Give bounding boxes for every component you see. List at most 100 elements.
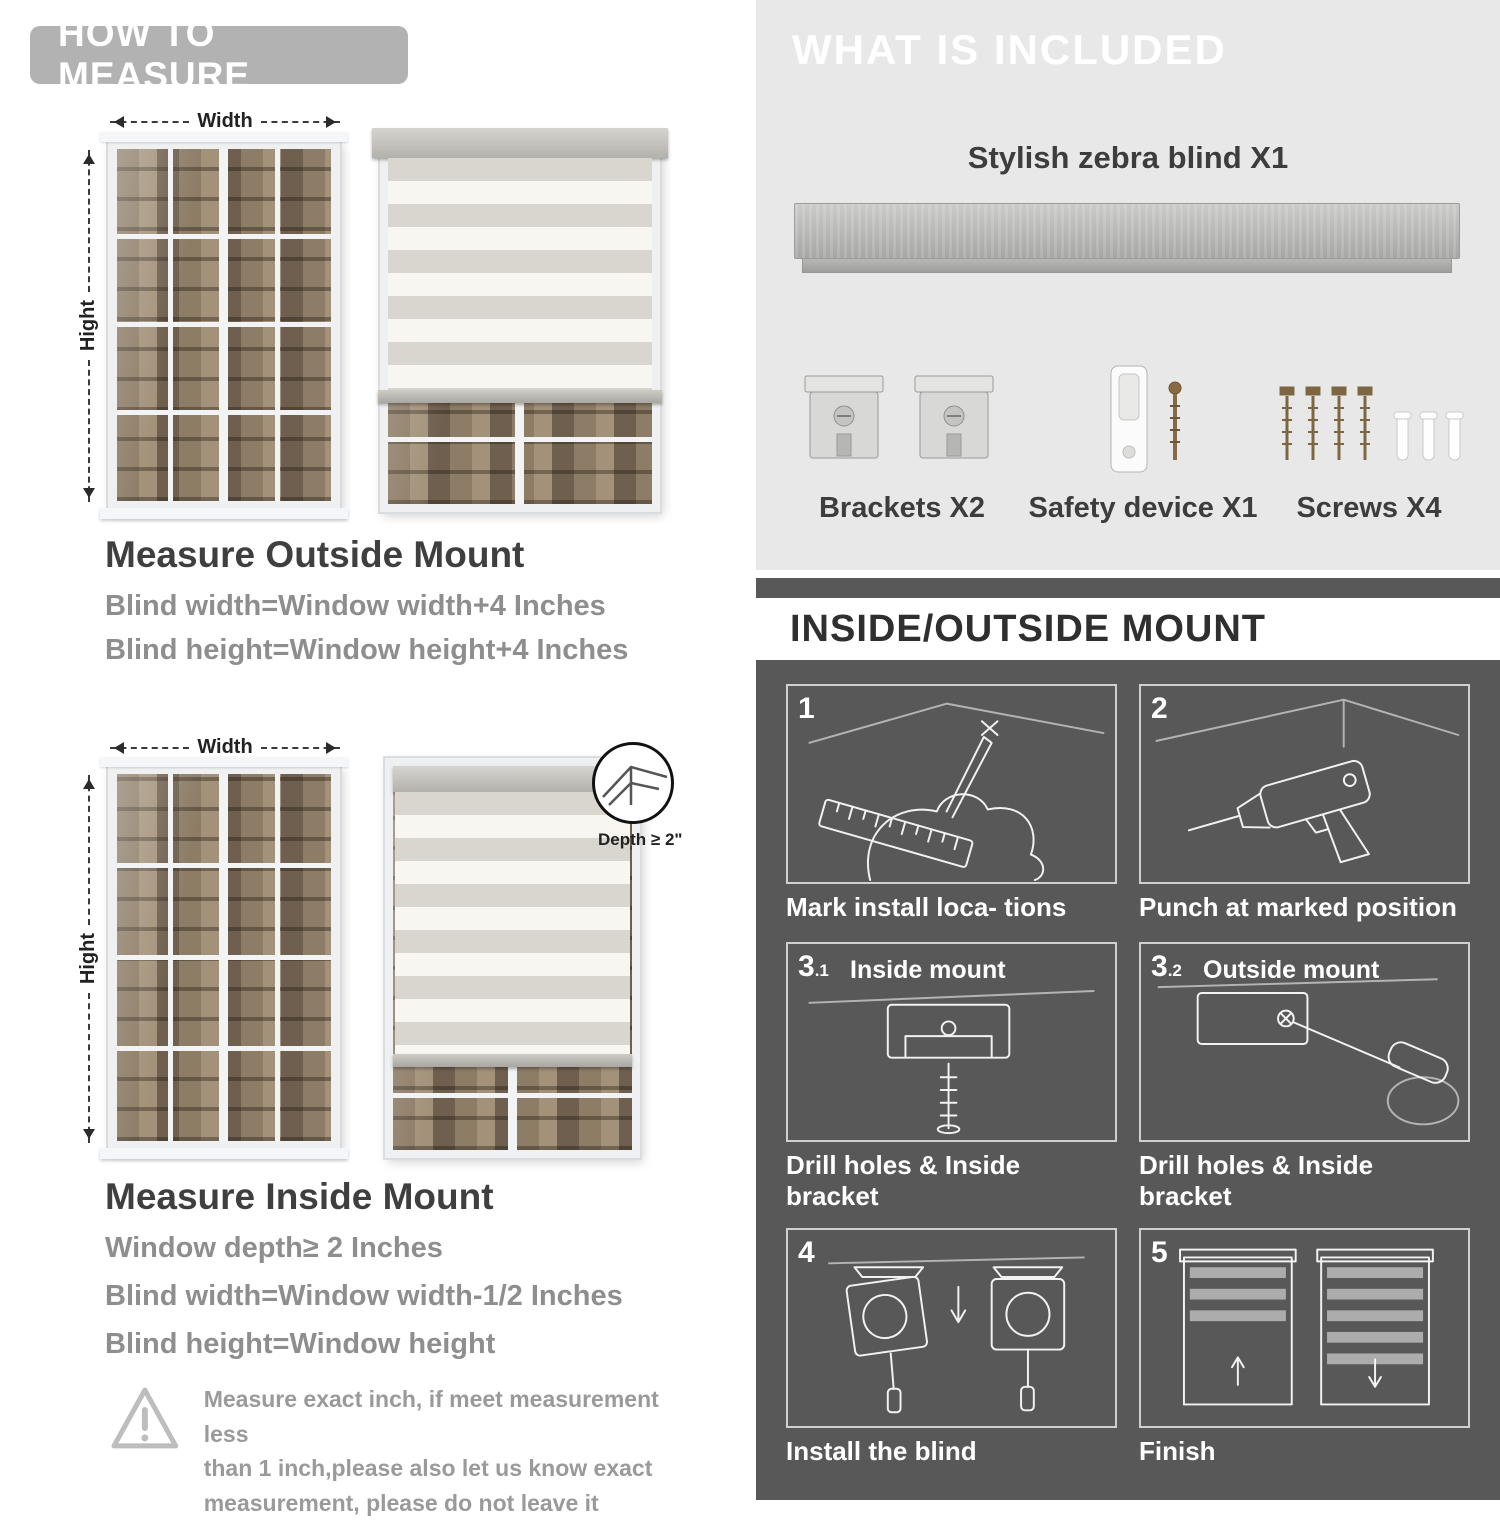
- outside-mount-title: Measure Outside Mount: [105, 534, 524, 576]
- blind-stripes: [388, 158, 652, 390]
- included-items: Brackets X2 Safety device X1: [782, 338, 1474, 525]
- window-muntin: [388, 437, 652, 442]
- depth-circle-icon: [592, 742, 674, 824]
- width-arrow-line: [110, 121, 189, 123]
- step-2-caption: Punch at marked position: [1139, 892, 1470, 926]
- zebra-blind-illustration-outside: [372, 128, 668, 512]
- install-blind-illustration: [788, 1230, 1115, 1426]
- included-item-screws: Screws X4: [1264, 338, 1474, 525]
- screws-icon: [1264, 338, 1474, 478]
- warning-icon: [108, 1382, 182, 1456]
- window-muntin: [117, 863, 331, 868]
- step-3-1: 3.1 Inside mount Drill holes & Inside br…: [786, 942, 1117, 1212]
- inside-rule-width: Blind width=Window width-1/2 Inches: [105, 1280, 623, 1313]
- depth-label: Depth ≥ 2": [598, 830, 682, 850]
- outside-rule-height: Blind height=Window height+4 Inches: [105, 634, 628, 667]
- step-4-box: 4: [786, 1228, 1117, 1428]
- height-arrow-line: [88, 150, 90, 292]
- note-line: measurement, please do not leave it: [204, 1486, 708, 1520]
- step-5-caption: Finish: [1139, 1436, 1470, 1470]
- measure-note: Measure exact inch, if meet measurement …: [108, 1382, 708, 1520]
- step-1-box: 1: [786, 684, 1117, 884]
- window-muntin: [117, 1046, 331, 1051]
- inside-bracket-illustration: [788, 944, 1115, 1140]
- finish-illustration: [1141, 1230, 1468, 1426]
- width-arrow-line: [261, 747, 340, 749]
- included-item-brackets: Brackets X2: [782, 338, 1022, 525]
- width-label: Width: [197, 736, 252, 759]
- width-arrow: Width: [110, 736, 340, 759]
- zebra-blind-product: [794, 203, 1460, 259]
- drill-illustration: [1141, 686, 1468, 882]
- included-item-safety-device: Safety device X1: [1023, 338, 1263, 525]
- mount-header: INSIDE/OUTSIDE MOUNT: [756, 598, 1500, 660]
- safety-device-label: Safety device X1: [1023, 492, 1263, 525]
- step-4-caption: Install the blind: [786, 1436, 1117, 1470]
- window-muntin: [117, 234, 331, 239]
- width-arrow-line: [110, 747, 189, 749]
- step-3-1-caption: Drill holes & Inside bracket: [786, 1150, 1117, 1212]
- blind-stripes: [395, 792, 630, 1054]
- height-label: Hight: [77, 300, 100, 351]
- brackets-label: Brackets X2: [782, 492, 1022, 525]
- window-muntin: [393, 1093, 632, 1098]
- note-line: than 1 inch,please also let us know exac…: [204, 1451, 708, 1486]
- height-arrow-line: [88, 993, 90, 1143]
- blind-bottom-rail: [393, 1054, 632, 1067]
- window-glass: [117, 149, 331, 501]
- height-arrow: Hight: [77, 150, 100, 502]
- window-sill: [100, 1148, 348, 1159]
- width-arrow-line: [261, 121, 340, 123]
- width-label: Width: [197, 110, 252, 133]
- what-is-included-section: WHAT IS INCLUDED Stylish zebra blind X1: [756, 0, 1500, 570]
- window-lintel: [100, 757, 348, 767]
- how-to-measure-header: HOW TO MEASURE: [30, 26, 408, 84]
- step-2: 2 Punch at marked position: [1139, 684, 1470, 926]
- mount-section: INSIDE/OUTSIDE MOUNT 1: [756, 578, 1500, 1500]
- safety-device-icon: [1023, 338, 1263, 478]
- zebra-blind-illustration-inside: [385, 758, 640, 1158]
- what-is-included-header: WHAT IS INCLUDED: [792, 26, 1227, 74]
- blind-bottom-rail: [378, 390, 662, 403]
- inside-rule-height: Blind height=Window height: [105, 1328, 495, 1361]
- height-label: Hight: [77, 933, 100, 984]
- window-muntin: [117, 410, 331, 415]
- blind-cassette: [372, 128, 668, 158]
- height-arrow: Hight: [77, 775, 100, 1143]
- mark-locations-illustration: [788, 686, 1115, 882]
- window-sill: [100, 508, 348, 519]
- step-4: 4 Ins: [786, 1228, 1117, 1470]
- step-1: 1 Mark install loca- tions: [786, 684, 1117, 926]
- mount-steps: 1 Mark install loca- tions: [786, 684, 1470, 1486]
- step-5: 5: [1139, 1228, 1470, 1470]
- window-muntin: [117, 955, 331, 960]
- window-illustration-inside: [108, 765, 340, 1150]
- window-glass: [117, 774, 331, 1141]
- inside-rule-depth: Window depth≥ 2 Inches: [105, 1232, 443, 1265]
- window-lintel: [100, 132, 348, 142]
- note-line: Measure exact inch, if meet measurement …: [204, 1382, 708, 1451]
- blind-product-label: Stylish zebra blind X1: [756, 140, 1500, 176]
- height-arrow-line: [88, 360, 90, 502]
- inside-mount-title: Measure Inside Mount: [105, 1176, 494, 1218]
- step-3-2-caption: Drill holes & Inside bracket: [1139, 1150, 1470, 1212]
- step-1-caption: Mark install loca- tions: [786, 892, 1117, 926]
- step-3-2: 3.2 Outside mount Drill holes & Inside b…: [1139, 942, 1470, 1212]
- how-to-measure-section: HOW TO MEASURE Width Hight: [0, 0, 752, 1500]
- zebra-blind-product-rail: [802, 259, 1452, 273]
- outside-bracket-illustration: [1141, 944, 1468, 1140]
- step-3-2-box: 3.2 Outside mount: [1139, 942, 1470, 1142]
- depth-corner-sketch: [595, 745, 674, 824]
- height-arrow-line: [88, 775, 90, 925]
- outside-rule-width: Blind width=Window width+4 Inches: [105, 590, 606, 623]
- step-3-1-box: 3.1 Inside mount: [786, 942, 1117, 1142]
- right-column: WHAT IS INCLUDED Stylish zebra blind X1: [756, 0, 1500, 1500]
- brackets-icon: [782, 338, 1022, 478]
- width-arrow: Width: [110, 110, 340, 133]
- step-2-box: 2: [1139, 684, 1470, 884]
- screws-label: Screws X4: [1264, 492, 1474, 525]
- window-illustration-outside: [108, 140, 340, 510]
- note-text: Measure exact inch, if meet measurement …: [204, 1382, 708, 1520]
- step-5-box: 5: [1139, 1228, 1470, 1428]
- window-muntin: [117, 322, 331, 327]
